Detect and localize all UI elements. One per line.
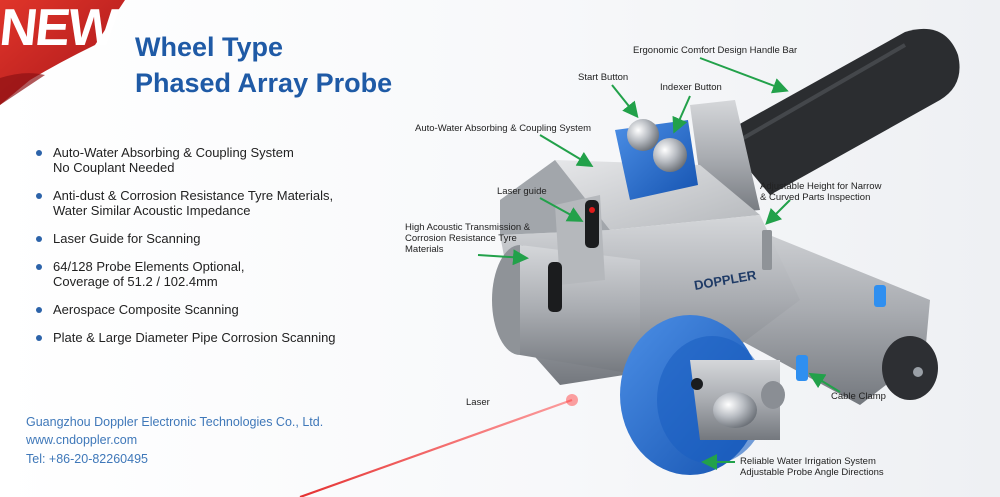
callout-start-button: Start Button <box>578 72 629 83</box>
body-top <box>555 160 760 230</box>
arrow-cable-clamp <box>808 372 841 393</box>
cable-clamp-lower <box>796 355 808 381</box>
callout-line: Adjustable Probe Angle Directions <box>740 467 884 478</box>
cable-clamp-upper <box>874 285 886 307</box>
callout-adjustable-height: Adjustable Height for Narrow & Curved Pa… <box>760 181 881 203</box>
callout-laser-guide: Laser guide <box>497 186 547 197</box>
callout-arrows <box>477 57 841 470</box>
wheel-screw <box>691 378 703 390</box>
callout-line: Materials <box>405 244 444 255</box>
company-website[interactable]: www.cndoppler.com <box>26 433 138 447</box>
feature-item: 64/128 Probe Elements Optional,Coverage … <box>36 259 376 289</box>
callout-handle: Ergonomic Comfort Design Handle Bar <box>633 45 798 56</box>
arrow-handle <box>699 57 789 94</box>
ribbon-shape <box>0 0 125 105</box>
callout-laser: Laser <box>466 397 490 408</box>
company-phone: Tel: +86-20-82260495 <box>26 452 148 466</box>
feature-line: Plate & Large Diameter Pipe Corrosion Sc… <box>53 330 336 345</box>
arrow-laser-guide <box>539 197 584 222</box>
feature-item: Plate & Large Diameter Pipe Corrosion Sc… <box>36 330 376 345</box>
bullet-dot <box>36 150 42 156</box>
feature-line: Auto-Water Absorbing & Coupling System <box>53 145 294 160</box>
start-button[interactable] <box>627 119 659 151</box>
feature-line: Anti-dust & Corrosion Resistance Tyre Ma… <box>53 188 334 203</box>
title-line-1: Wheel Type <box>135 32 284 62</box>
handle-grip-highlight <box>739 43 906 142</box>
small-roller-hub <box>913 367 923 377</box>
callout-line: Corrosion Resistance Tyre <box>405 233 517 244</box>
callout-cable-clamp: Cable Clamp <box>831 391 886 402</box>
laser-guide-upper <box>585 200 599 248</box>
feature-item: Laser Guide for Scanning <box>36 231 376 246</box>
small-roller <box>882 336 938 400</box>
callout-acoustic: High Acoustic Transmission & Corrosion R… <box>405 222 530 255</box>
height-adjust-screw <box>762 230 772 270</box>
callout-auto-water: Auto-Water Absorbing & Coupling System <box>415 123 592 134</box>
feature-item: Anti-dust & Corrosion Resistance Tyre Ma… <box>36 188 376 218</box>
feature-line: Aerospace Composite Scanning <box>53 302 239 317</box>
company-name: Guangzhou Doppler Electronic Technologie… <box>26 415 324 429</box>
bullet-dot <box>36 236 42 242</box>
callout-line: High Acoustic Transmission & <box>405 222 531 233</box>
callout-line: Reliable Water Irrigation System <box>740 456 876 467</box>
feature-item: Aerospace Composite Scanning <box>36 302 376 317</box>
arrow-start <box>611 84 639 119</box>
arrow-adjust-height <box>765 199 791 225</box>
feature-line: Laser Guide for Scanning <box>53 231 201 246</box>
bullet-dot <box>36 307 42 313</box>
arrow-auto-water <box>539 134 594 168</box>
feature-line: No Couplant Needed <box>53 160 175 175</box>
indexer-button[interactable] <box>653 138 687 172</box>
laser-aperture <box>589 207 595 213</box>
callout-indexer-button: Indexer Button <box>660 82 722 93</box>
laser-spot <box>566 394 578 406</box>
axle-knob <box>713 392 757 428</box>
feature-line: Water Similar Acoustic Impedance <box>53 203 251 218</box>
arrow-indexer <box>672 95 691 134</box>
handle-bar <box>720 28 960 195</box>
laser-guide-lower <box>548 262 562 312</box>
feature-line: 64/128 Probe Elements Optional, <box>53 259 245 274</box>
axle-bolt <box>761 381 785 409</box>
callout-irrigation: Reliable Water Irrigation System Adjusta… <box>740 456 884 478</box>
arrow-acoustic <box>477 249 529 266</box>
callout-line: & Curved Parts Inspection <box>760 192 871 203</box>
bullet-dot <box>36 193 42 199</box>
callout-line: Adjustable Height for Narrow <box>760 181 882 192</box>
feature-line: Coverage of 51.2 / 102.4mm <box>53 274 218 289</box>
title-line-2: Phased Array Probe <box>135 68 393 98</box>
bullet-dot <box>36 264 42 270</box>
bullet-dot <box>36 335 42 341</box>
laser-beam <box>299 398 573 497</box>
